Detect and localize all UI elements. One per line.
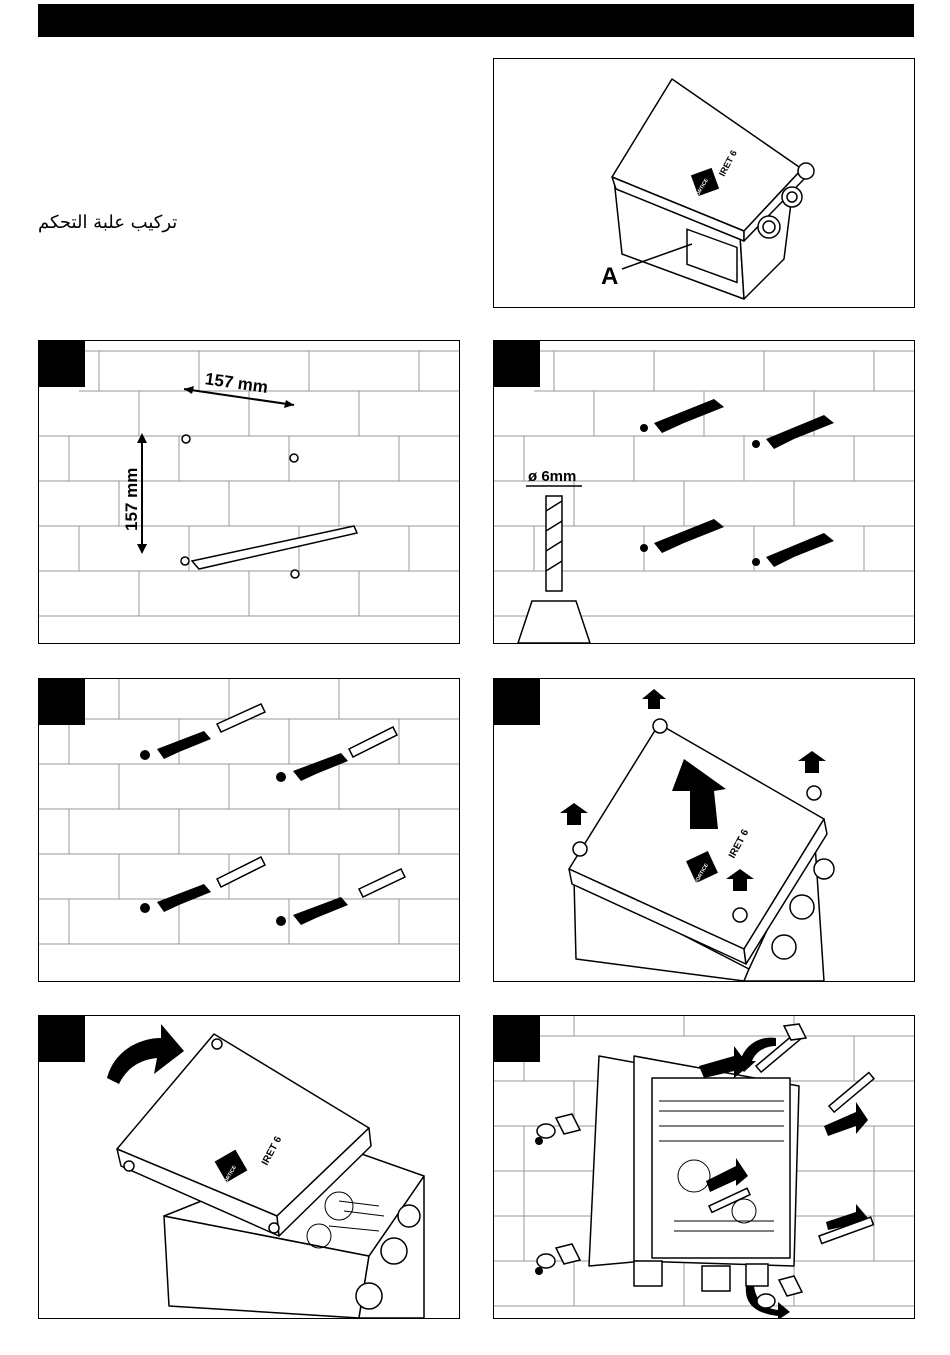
step4-figure: IRET 6 VORTICE [493,678,915,982]
dim-vertical-label: 157 mm [122,468,141,531]
step5-figure: IRET 6 VORTICE [38,1015,460,1319]
step5-marker [39,1016,85,1062]
step3-marker [39,679,85,725]
step1-figure: 157 mm 157 mm [38,340,460,644]
overview-figure: IRET 6 VORTICE A [493,58,915,308]
step6-marker [494,1016,540,1062]
step2-marker [494,341,540,387]
step4-marker [494,679,540,725]
step1-marker [39,341,85,387]
step3-figure [38,678,460,982]
section-heading: تركيب علبة التحكم [38,212,238,233]
top-black-bar [38,4,914,37]
callout-a: A [601,263,618,290]
step6-figure [493,1015,915,1319]
drill-diameter-label: ø 6mm [528,468,576,485]
step2-figure: ø 6mm [493,340,915,644]
